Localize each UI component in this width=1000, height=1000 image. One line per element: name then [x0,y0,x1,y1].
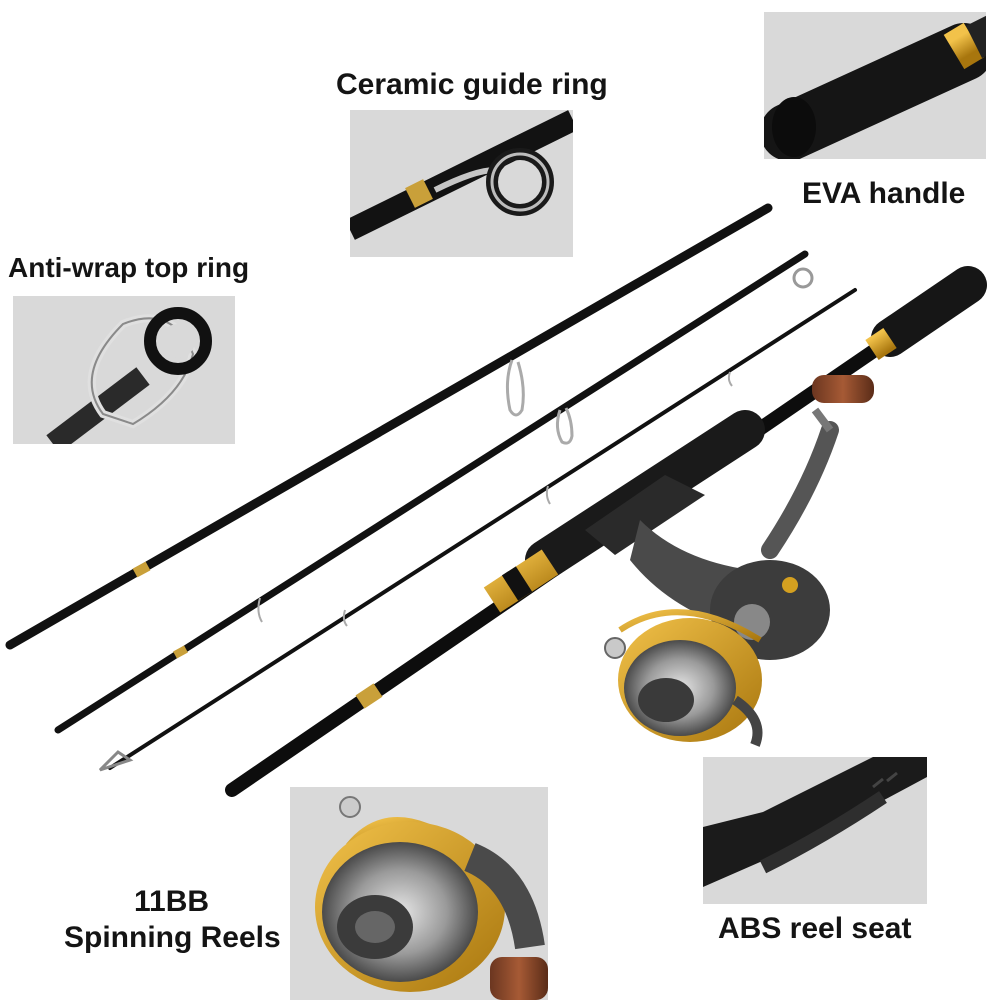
anti-wrap-top-ring-label: Anti-wrap top ring [8,252,250,283]
ceramic-guide-ring-label: Ceramic guide ring [336,68,608,101]
spinning-reels-label-line1: 11BB [134,885,210,918]
eva-handle-label: EVA handle [802,177,966,210]
rod-section-butt [5,203,773,650]
anti-wrap-top-ring-photo [13,296,235,444]
eva-handle-photo [764,12,986,159]
rod-main-with-handle [225,266,987,797]
spinning-reel-photo [290,787,548,1000]
abs-reel-seat-label: ABS reel seat [718,912,912,945]
ceramic-guide-ring-photo [350,110,573,257]
rod-section-mid [54,250,814,734]
rod-section-tip [98,288,857,772]
abs-reel-seat-photo [703,757,927,904]
spinning-reel [604,375,874,747]
spinning-reels-label-line2: Spinning Reels [64,921,281,954]
